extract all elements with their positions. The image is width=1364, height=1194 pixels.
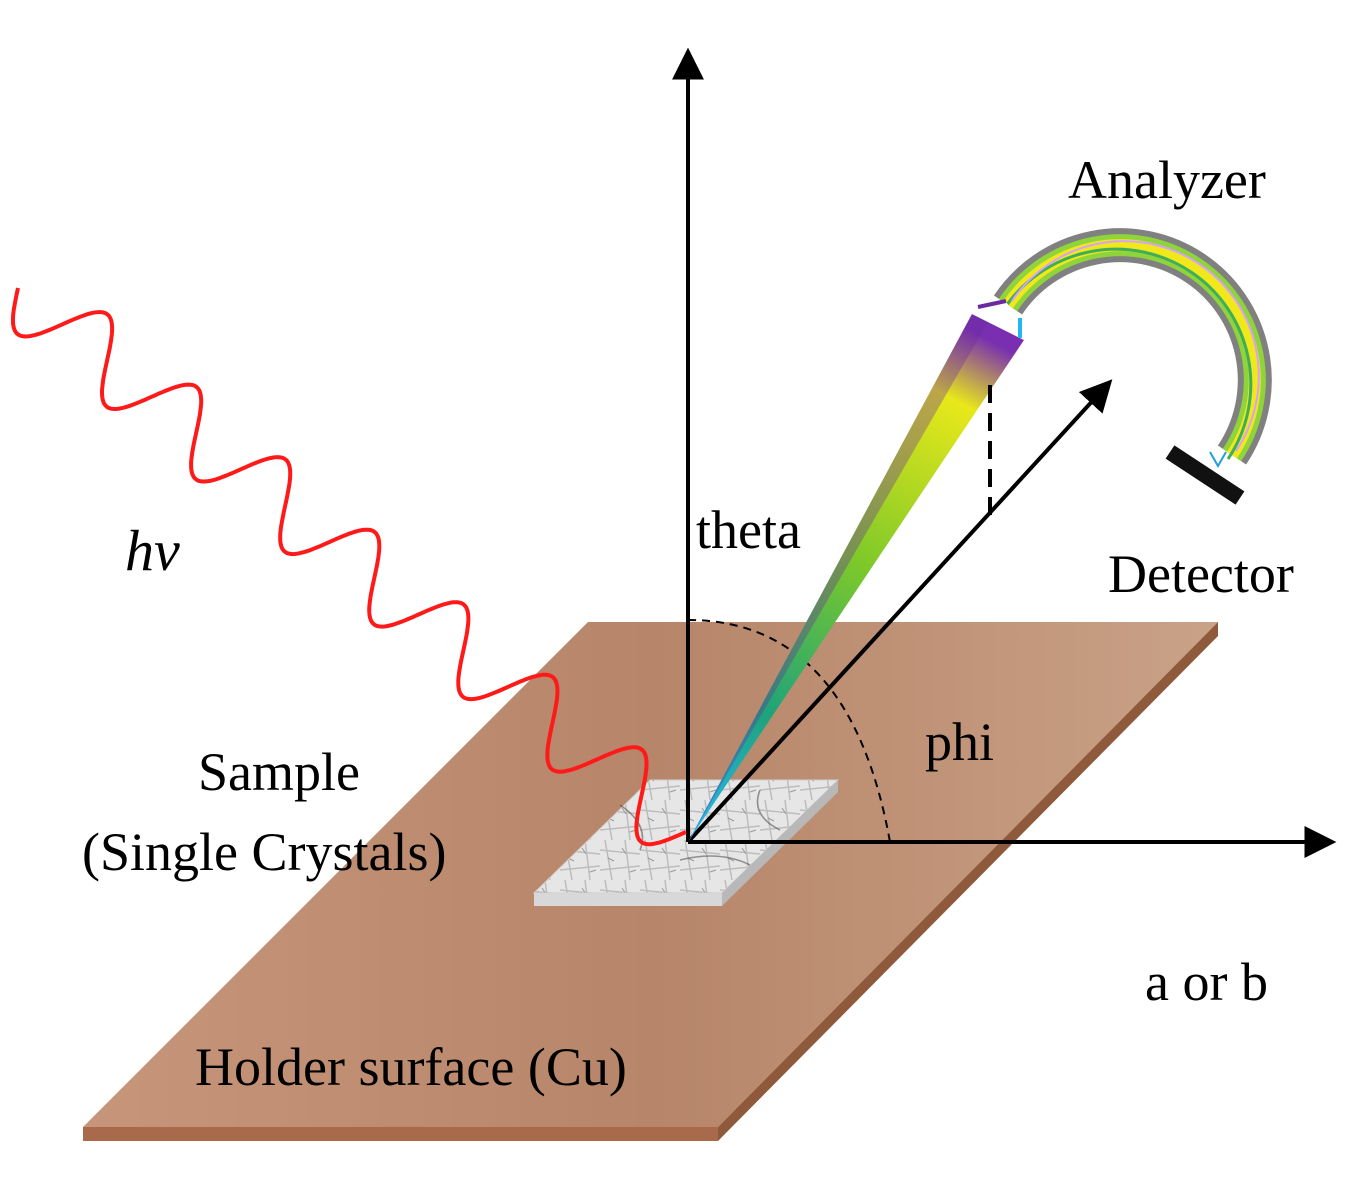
theta-label: theta — [696, 500, 801, 560]
holder-label: Holder surface (Cu) — [195, 1037, 627, 1097]
sample-label-line1: Sample — [198, 742, 360, 802]
angle-arc — [687, 619, 891, 843]
detector-label: Detector — [1108, 544, 1294, 604]
phi-label: phi — [925, 712, 994, 772]
sample-label-line2: (Single Crystals) — [82, 822, 446, 882]
photon-wave — [11, 287, 687, 847]
analyzer-label: Analyzer — [1068, 150, 1266, 210]
detector-icon — [1165, 445, 1245, 505]
axis-label: a or b — [1145, 952, 1268, 1012]
photon-label: hv — [125, 518, 180, 583]
emission-cone — [688, 314, 1024, 842]
analyzer-icon — [972, 228, 1272, 469]
diagonal-axis — [686, 379, 1113, 844]
